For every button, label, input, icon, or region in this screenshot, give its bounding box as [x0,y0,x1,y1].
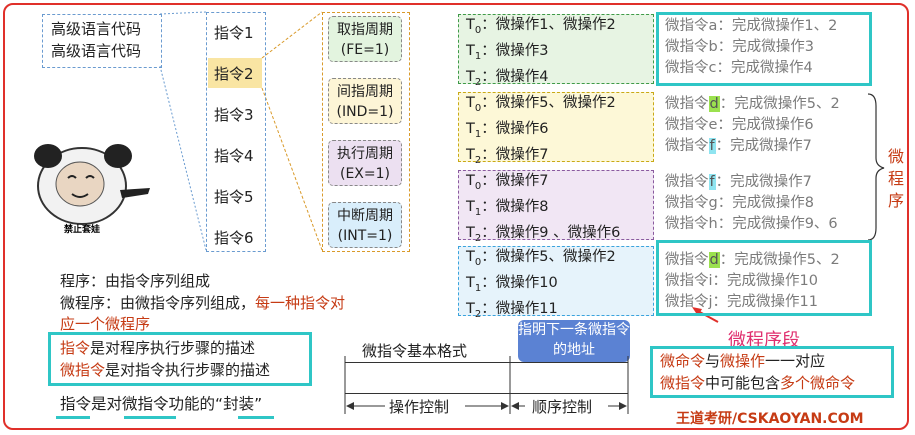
encapsulation-statement: 指令是对微指令功能的“封装” [60,392,262,414]
instruction-list-box [206,12,266,252]
microprogram-definition: 微程序：由微指令序列组成，每一种指令对 [60,292,345,313]
cycle-name: 中断周期 [329,206,401,226]
underline [238,416,274,419]
indirect-cycle-box: 间指周期 (IND=1) [328,78,402,124]
microprogram-label: 微程序 [888,146,906,212]
micro-op-line: T2：微操作9 、微操作6 [459,223,653,249]
instruction-item: 指令5 [214,186,254,207]
micro-op-line: T1：微操作3 [459,41,653,67]
micro-op-line: T1：微操作10 [459,273,653,299]
instruction-item: 指令2 [214,63,254,84]
panda-meme-image: 禁止套娃 [24,140,164,236]
microinstruction-row: 微指令f：完成微操作7 [665,134,812,155]
microinstruction-row: 微指令f：完成微操作7 [665,170,812,191]
instruction-item: 指令3 [214,104,254,125]
micro-op-line: T0：微操作1、微操作2 [459,15,653,41]
cycle-name: 取指周期 [329,20,401,40]
microprogram-definition-cont: 应一个微程序 [60,313,150,334]
microinstruction-row: 微指令h：完成微操作9、6 [665,212,838,233]
field-operation-control: 操作控制 [389,396,449,417]
cycle-name: 执行周期 [329,144,401,164]
cycle-code: (FE=1) [329,40,401,60]
micro-op-group: T0：微操作7 T1：微操作8 T2：微操作9 、微操作6 [458,170,654,240]
cyan-highlight-box [656,12,872,86]
micro-op-line: T0：微操作5、微操作2 [459,247,653,273]
watermark: 王道考研/CSKAOYAN.COM [676,408,864,428]
micro-op-line: T1：微操作6 [459,119,653,145]
micro-op-line: T2：微操作4 [459,67,653,93]
cycle-name: 间指周期 [329,82,401,102]
microinstruction-row: 微指令e：完成微操作6 [665,113,814,134]
instruction-item: 指令1 [214,22,254,43]
instruction-item: 指令6 [214,227,254,248]
segment-highlight-box [656,240,872,316]
microinstruction-row: 微指令g：完成微操作8 [665,191,814,212]
micro-op-group: T0：微操作1、微操作2 T1：微操作3 T2：微操作4 [458,14,654,84]
micro-op-line: T0：微操作7 [459,171,653,197]
underline [124,416,176,419]
micro-op-line: T1：微操作8 [459,197,653,223]
micro-op-group: T0：微操作5、微操作2 T1：微操作6 T2：微操作7 [458,92,654,162]
interrupt-cycle-box: 中断周期 (INT=1) [328,202,402,248]
micro-op-line: T0：微操作5、微操作2 [459,93,653,119]
microinstruction-row: 微指令d：完成微操作5、2 [665,92,840,113]
cycle-code: (IND=1) [329,102,401,122]
program-definition: 程序：由指令序列组成 [60,270,210,291]
execute-cycle-box: 执行周期 (EX=1) [328,140,402,186]
micro-command-statement: 微命令与微操作一一对应 [660,350,825,371]
cycle-code: (EX=1) [329,164,401,184]
microinstruction-description: 微指令是对指令执行步骤的描述 [60,359,270,380]
micro-op-line: T2：微操作7 [459,145,653,171]
meme-caption: 禁止套娃 [64,223,100,235]
fetch-cycle-box: 取指周期 (FE=1) [328,16,402,62]
micro-command-statement: 微指令中可能包含多个微命令 [660,372,855,393]
underline [56,416,90,419]
field-sequence-control: 顺序控制 [532,396,592,417]
micro-op-group: T0：微操作5、微操作2 T1：微操作10 T2：微操作11 [458,246,654,316]
instruction-item: 指令4 [214,145,254,166]
cycle-code: (INT=1) [329,226,401,246]
instruction-description: 指令是对程序执行步骤的描述 [60,337,255,358]
